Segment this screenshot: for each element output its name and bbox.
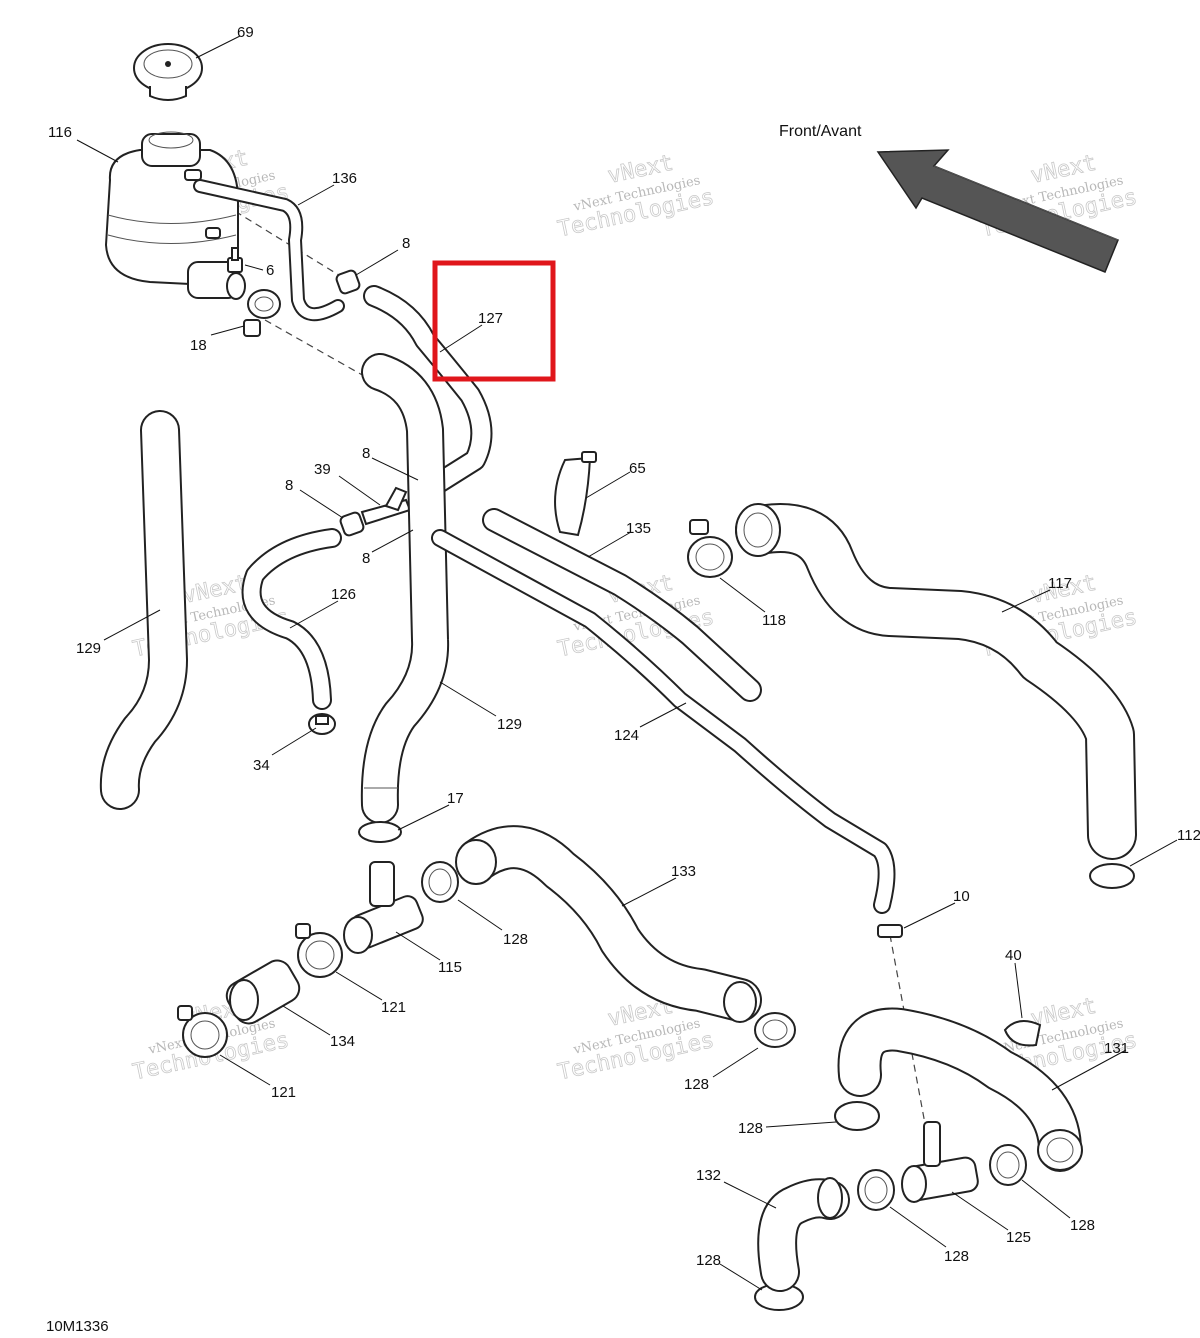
callout-39: 39 (314, 461, 331, 478)
callout-121: 121 (271, 1084, 296, 1101)
callout-134: 134 (330, 1033, 355, 1050)
callout-6: 6 (266, 262, 274, 279)
clamp-128c-icon (834, 1101, 880, 1131)
clamp-121a-icon (295, 923, 343, 978)
callout-10: 10 (953, 888, 970, 905)
elbow-132-icon (757, 1177, 850, 1292)
callout-124: 124 (614, 727, 639, 744)
hose-133-icon (455, 825, 762, 1023)
callout-121: 121 (381, 999, 406, 1016)
callout-112: 112 (1177, 827, 1200, 844)
clamp-128b-icon (754, 1012, 796, 1048)
callout-115: 115 (438, 959, 462, 976)
callout-8: 8 (285, 477, 293, 494)
callout-18: 18 (190, 337, 207, 354)
bolt-icon (227, 247, 243, 273)
callout-126: 126 (331, 586, 356, 603)
callout-129: 129 (497, 716, 522, 733)
coupler-134-icon (225, 959, 301, 1025)
hose-117-icon (735, 503, 1137, 860)
hose-129-left-icon (99, 410, 188, 810)
hose-131-icon (837, 1007, 1083, 1172)
callout-125: 125 (1006, 1229, 1031, 1246)
watermark-2: vNext vNext Technologies Technologies (555, 150, 716, 243)
callout-labels: 69 116 136 8 6 18 127 8 39 8 8 65 135 11… (48, 24, 1200, 1269)
radiator-cap-icon (133, 43, 203, 101)
clamp-128a-icon (421, 861, 459, 903)
clamp-121b-icon (177, 1005, 228, 1058)
assembly-lines (224, 204, 929, 1141)
callout-118: 118 (762, 612, 786, 629)
drawing-id: 10M1336 (46, 1318, 109, 1335)
direction-label: Front/Avant (779, 123, 862, 140)
callout-8: 8 (402, 235, 410, 252)
callout-8: 8 (362, 445, 370, 462)
strap-65-icon (554, 451, 597, 537)
clamp-128d-icon (857, 1169, 895, 1211)
callout-128: 128 (944, 1248, 969, 1265)
clamp-8a-icon (335, 269, 361, 295)
callout-128: 128 (684, 1076, 709, 1093)
callout-128: 128 (738, 1120, 763, 1137)
callout-132: 132 (696, 1167, 721, 1184)
tee-fitting-icon (360, 486, 412, 526)
hose-129-center-icon (360, 353, 450, 824)
hose-127-icon (363, 285, 493, 493)
hose-136-icon (193, 179, 345, 322)
clamp-34-icon (308, 713, 336, 735)
clamp-112-icon (1089, 863, 1135, 889)
tee-fitting-125-icon (901, 1121, 979, 1203)
tube-124-icon (431, 529, 896, 914)
clamp-118-icon (687, 519, 733, 578)
clamp-8c-icon (339, 511, 365, 537)
callout-128: 128 (696, 1252, 721, 1269)
highlight-box (432, 260, 556, 382)
callout-34: 34 (253, 757, 270, 774)
callout-136: 136 (332, 170, 357, 187)
hose-126-icon (241, 528, 342, 710)
callout-129: 129 (76, 640, 101, 657)
clamp-10-icon (877, 924, 903, 938)
callout-65: 65 (629, 460, 646, 477)
callout-17: 17 (447, 790, 464, 807)
hose-135-icon (482, 508, 762, 702)
front-arrow-icon (876, 149, 1119, 273)
tee-fitting-115-icon (343, 861, 424, 954)
callout-135: 135 (626, 520, 651, 537)
clamp-17-icon (358, 821, 402, 843)
callout-40: 40 (1005, 947, 1022, 964)
callout-131: 131 (1104, 1040, 1129, 1057)
callout-116: 116 (48, 124, 72, 141)
callout-69: 69 (237, 24, 254, 41)
clamp-40-icon (1003, 1020, 1042, 1047)
callout-128: 128 (1070, 1217, 1095, 1234)
callout-8: 8 (362, 550, 370, 567)
clamp-icon (243, 289, 281, 337)
callout-117: 117 (1048, 575, 1072, 592)
callout-133: 133 (671, 863, 696, 880)
leader-lines (76, 35, 1178, 1291)
clamp-128e-icon (989, 1144, 1027, 1186)
callout-127: 127 (478, 310, 503, 327)
callout-128: 128 (503, 931, 528, 948)
